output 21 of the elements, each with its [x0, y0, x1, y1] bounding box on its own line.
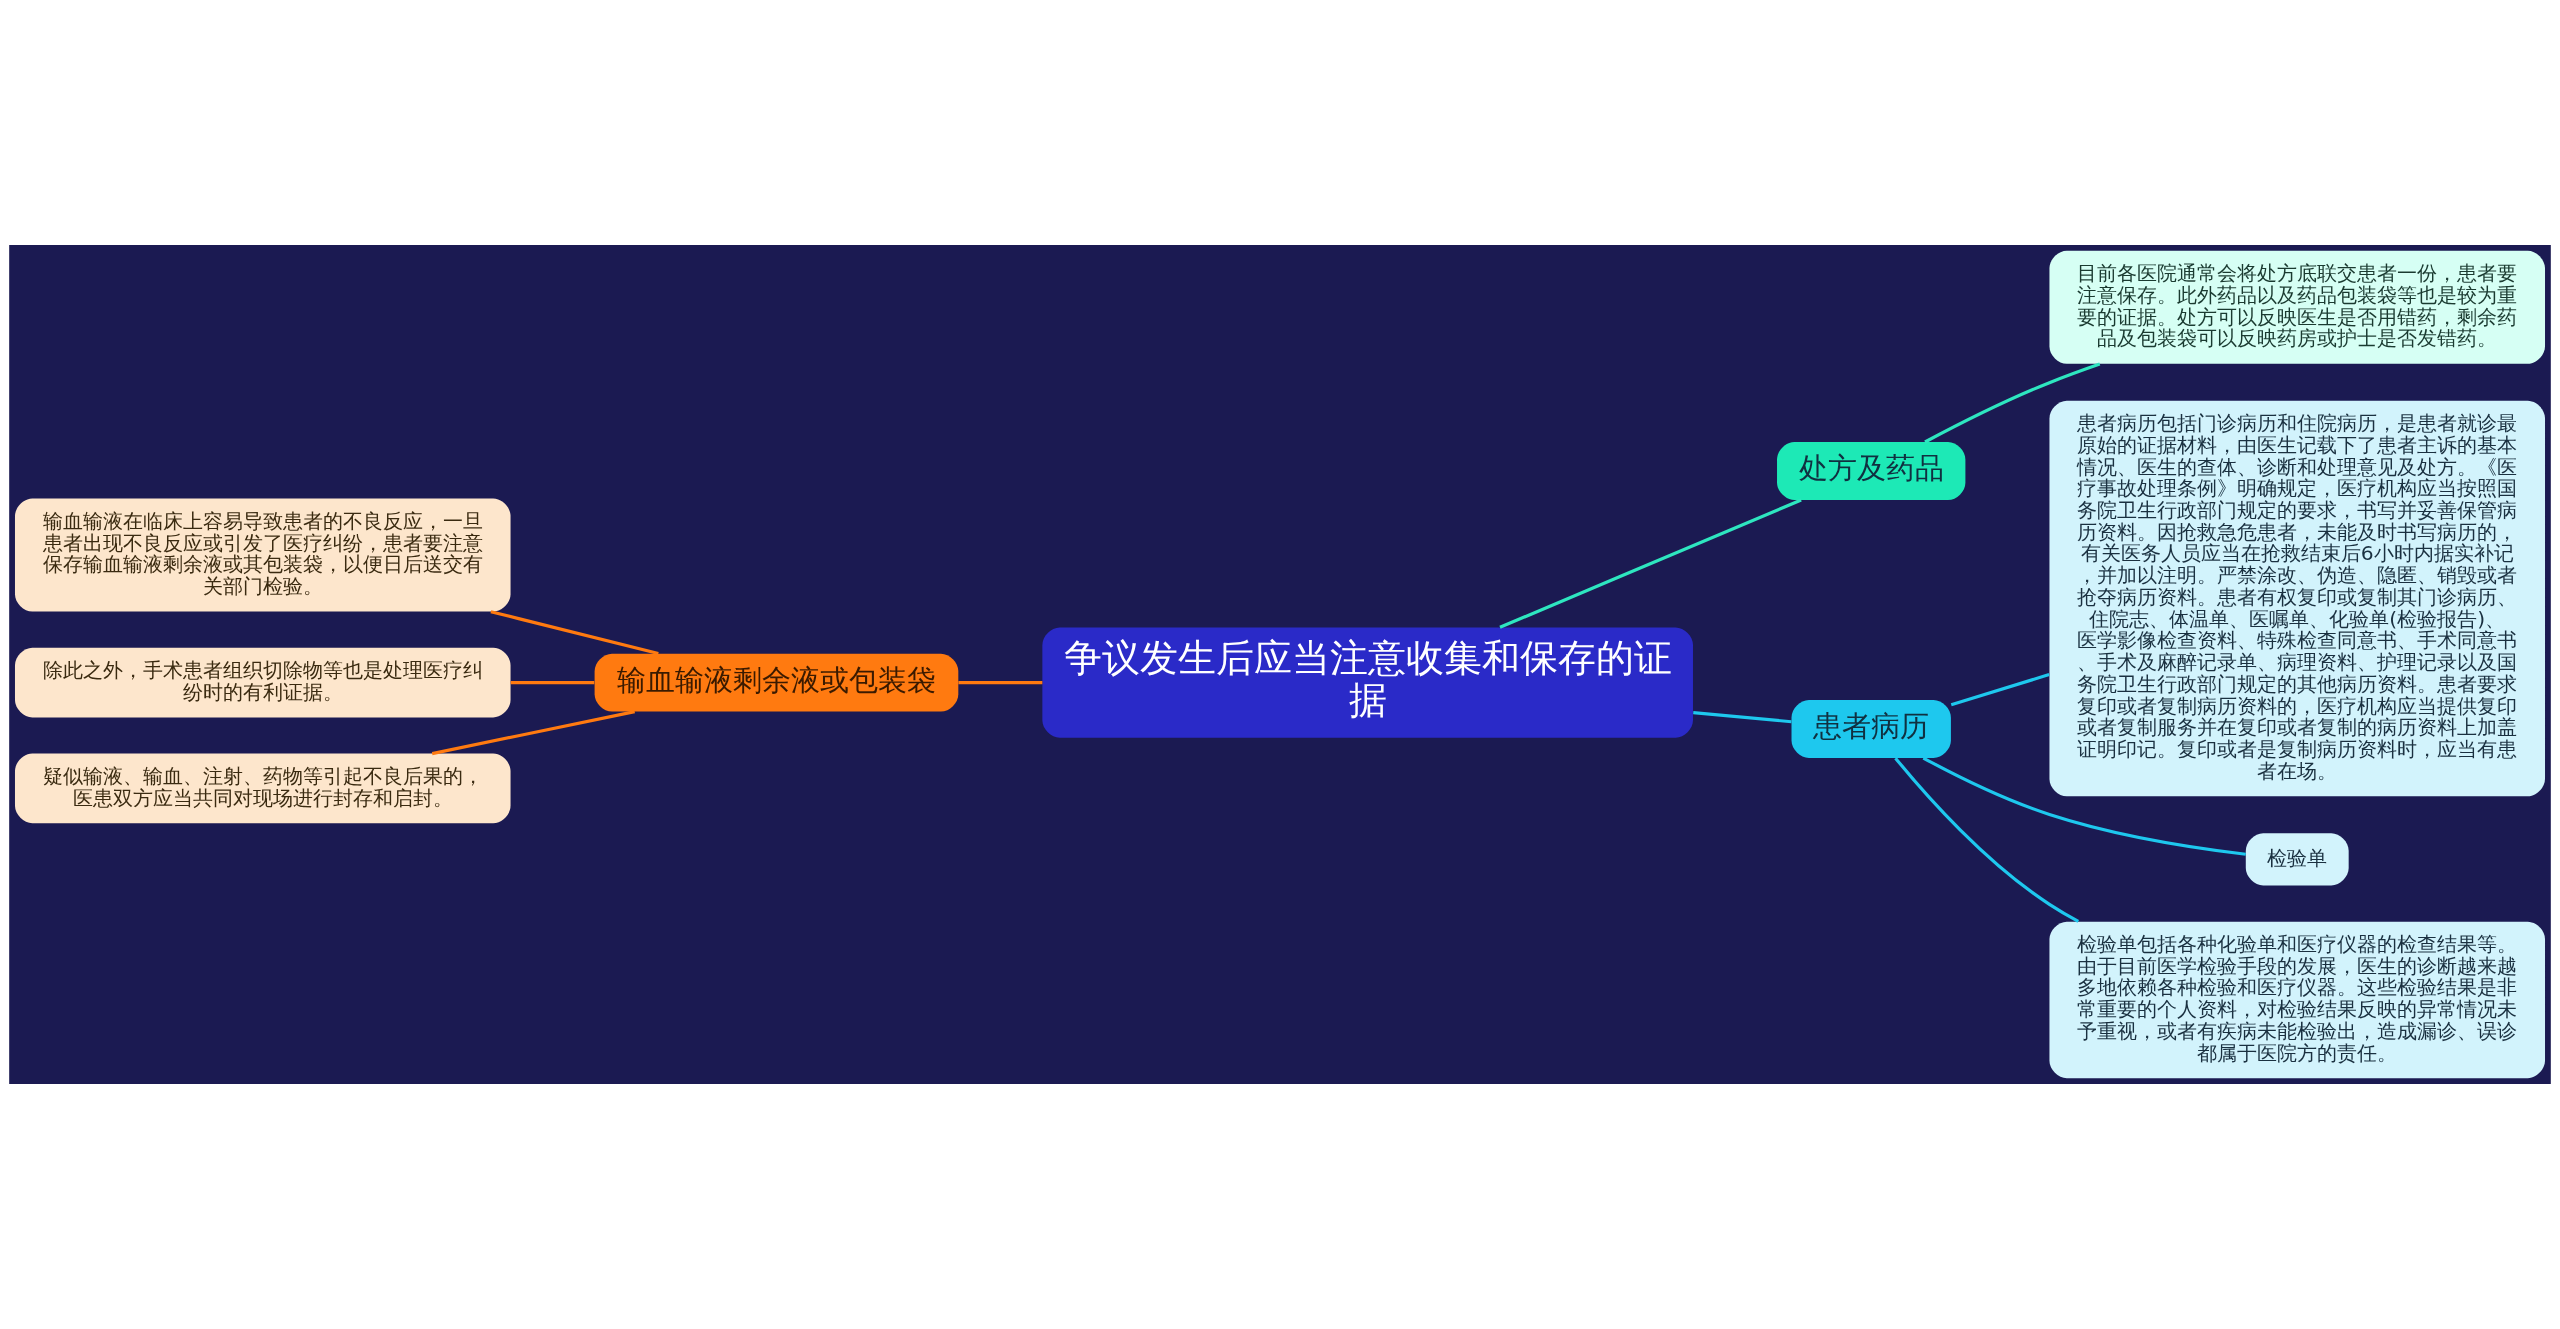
connector	[958, 681, 1043, 685]
connector	[490, 610, 659, 656]
node-box: 输血输液在临床上容易导致患者的不良反应，一旦患者出现不良反应或引发了医疗纠纷，患者要注意保存输血输液剩余液或其包装袋，以便日后送交有关部门检验。	[15, 498, 511, 612]
connector	[510, 681, 595, 685]
connector	[1693, 711, 1792, 724]
node-box: 争议发生后应当注意收集和保存的证据	[1042, 627, 1693, 738]
node-box: 检验单包括各种化验单和医疗仪器的检查结果等。由于目前医学检验手段的发展，医生的诊断越来越多地依赖各种检验和医疗仪器。这些检验结果是非常重要的个人资料，对检验结果反映的异常情况未予重视，或者有疾病未能检验出，造成漏诊、误诊都属于医院方的责任。	[2049, 921, 2545, 1079]
node-box: 处方及药品	[1777, 442, 1966, 501]
connector	[431, 710, 635, 756]
node-box: 疑似输液、输血、注射、药物等引起不良后果的，医患双方应当共同对现场进行封存和启封。	[15, 753, 511, 824]
connector	[1499, 498, 1802, 629]
connector	[1924, 362, 2101, 444]
node-box: 检验单	[2245, 833, 2349, 886]
node-box: 输血输液剩余液或包装袋	[594, 653, 959, 712]
node-box: 患者病历包括门诊病历和住院病历，是患者就诊最原始的证据材料，由医生记载下了患者主诉的基本情况、医生的查体、诊断和处理意见及处方。《医疗事故处理条例》明确规定，医疗机构应当按照国务院卫生行政部门规定的要求，书写并妥善保管病历资料。因抢救急危患者，未能及时书写病历的，有关医务人员应当在抢救结束后6小时内据实补记，并加以注明。严禁涂改、伪造、隐匿、销毁或者抢夺病历资料。患者有权复印或复制其门诊病历、住院志、体温单、医嘱单、化验单(检验报告)、医学影像检查资料、特殊检查同意书、手术同意书、手术及麻醉记录单、病理资料、护理记录以及国务院卫生行政部门规定的其他病历资料。患者要求复印或者复制病历资料的，医疗机构应当提供复印或者复制服务并在复印或者复制的病历资料上加盖证明印记。复印或者是复制病历资料时，应当有患者在场。	[2049, 400, 2545, 797]
node-box: 患者病历	[1791, 700, 1951, 758]
node-box: 除此之外，手术患者组织切除物等也是处理医疗纠纷时的有利证据。	[15, 647, 511, 718]
node-box: 目前各医院通常会将处方底联交患者一份，患者要注意保存。此外药品以及药品包装袋等也是较为重要的证据。处方可以反映医生是否用错药，剩余药品及包装袋可以反映药房或护士是否发错药。	[2049, 250, 2545, 364]
connector	[1950, 673, 2050, 707]
connector	[1922, 756, 2246, 856]
connector	[1894, 757, 2080, 923]
